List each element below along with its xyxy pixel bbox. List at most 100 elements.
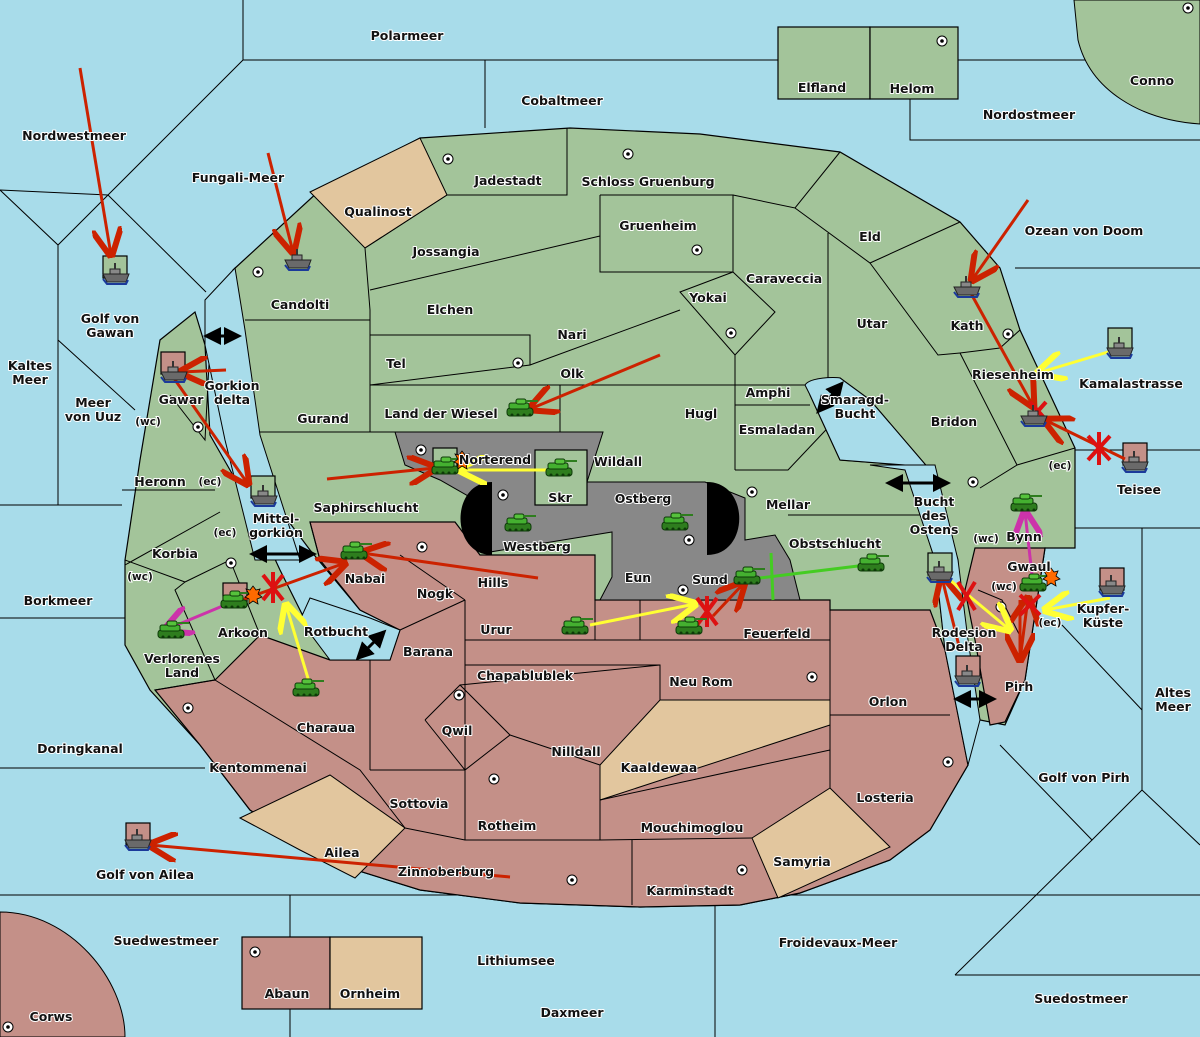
- coast-label: (wc): [135, 416, 161, 428]
- failed-order-markers: [261, 400, 1112, 627]
- province-label: Neu Rom: [669, 674, 732, 689]
- province-label: Yokai: [688, 290, 727, 305]
- province-label: Samyria: [773, 854, 831, 869]
- coast-label: (wc): [127, 571, 153, 583]
- province-label: Mellar: [766, 497, 811, 512]
- province-label: Orlon: [869, 694, 908, 709]
- province-label: Qualinost: [344, 204, 411, 219]
- sea-label: Froidevaux-Meer: [779, 935, 898, 950]
- sea-label: Daxmeer: [540, 1005, 604, 1020]
- sea-label: Suedwestmeer: [114, 933, 220, 948]
- province-label: Eld: [859, 229, 881, 244]
- province-elfland[interactable]: [777, 26, 871, 100]
- province-label: Utar: [857, 316, 889, 331]
- supply-center-icon: [566, 874, 578, 886]
- province-label: Chapablublek: [477, 668, 574, 683]
- province-label: Ornheim: [340, 986, 400, 1001]
- sea-label: Golf von Pirh: [1038, 770, 1129, 785]
- sea-label: Mittel-gorkion: [249, 511, 303, 540]
- sea-label: Ozean von Doom: [1025, 223, 1144, 238]
- province-label: Norterend: [459, 452, 531, 467]
- province-label: Eun: [625, 570, 651, 585]
- sea-label: Suedostmeer: [1034, 991, 1128, 1006]
- supply-center-icon: [488, 773, 500, 785]
- province-ailea[interactable]: [238, 774, 406, 879]
- province-corws[interactable]: [0, 911, 126, 1037]
- supply-center-icon: [192, 421, 204, 433]
- province-label: Qwil: [442, 723, 473, 738]
- explosion-icon: [453, 450, 472, 470]
- sea-label: Doringkanal: [37, 741, 123, 756]
- province-label: Conno: [1130, 73, 1175, 88]
- province-label: Hills: [478, 575, 509, 590]
- supply-center-icon: [252, 266, 264, 278]
- supply-center-icon: [936, 35, 948, 47]
- province-label: Obstschlucht: [789, 536, 881, 551]
- province-label: Olk: [560, 366, 584, 381]
- province-ornheim[interactable]: [329, 936, 423, 1010]
- province-label: Korbia: [152, 546, 198, 561]
- supply-center-icon: [967, 476, 979, 488]
- sea-label: Rotbucht: [304, 624, 368, 639]
- supply-center-icon: [416, 541, 428, 553]
- sea-label: Teisee: [1117, 482, 1161, 497]
- sea-label: Kupfer-Küste: [1077, 601, 1130, 630]
- province-label: Jadestadt: [473, 173, 541, 188]
- sea-label: Fungali-Meer: [192, 170, 285, 185]
- supply-center-icon: [942, 756, 954, 768]
- province-label: Corws: [30, 1009, 73, 1024]
- province-label: Barana: [403, 644, 453, 659]
- move-orders: [78, 67, 1126, 879]
- impassable-west-cap: [460, 482, 492, 555]
- province-label: Skr: [548, 490, 572, 505]
- supply-center-icon: [725, 327, 737, 339]
- battle-markers: [244, 450, 1061, 605]
- province-label: Losteria: [856, 790, 913, 805]
- sea-label: Cobaltmeer: [521, 93, 603, 108]
- sea-label: Nordwestmeer: [22, 128, 127, 143]
- supply-center-icon: [736, 864, 748, 876]
- sea-label: Borkmeer: [24, 593, 94, 608]
- province-label: Karminstadt: [646, 883, 733, 898]
- province-label: Caraveccia: [746, 271, 822, 286]
- coast-label: (ec): [199, 476, 222, 488]
- supply-center-icon: [691, 244, 703, 256]
- province-label: Charaua: [297, 720, 355, 735]
- province-label: Urur: [480, 622, 512, 637]
- province-label: Mouchimoglou: [641, 820, 744, 835]
- supply-center-icon: [683, 534, 695, 546]
- province-samyria[interactable]: [751, 787, 891, 899]
- province-label: Kath: [951, 318, 984, 333]
- supply-center-icon: [806, 671, 818, 683]
- province-label: Westberg: [503, 539, 571, 554]
- coast-label: (ec): [1049, 460, 1072, 472]
- province-label: Sund: [692, 572, 728, 587]
- supply-center-icon: [677, 584, 689, 596]
- hold-orders: [759, 552, 859, 601]
- province-label: Ailea: [324, 845, 359, 860]
- supply-center-icon: [2, 1021, 14, 1033]
- impassable-east-cap: [707, 482, 740, 555]
- province-conno[interactable]: [1073, 0, 1200, 125]
- province-label: Elchen: [427, 302, 474, 317]
- province-label: Gruenheim: [619, 218, 696, 233]
- channel-arrows: [203, 327, 997, 708]
- province-label: Bridon: [931, 414, 977, 429]
- province-label: Gwaul: [1007, 559, 1050, 574]
- coast-label: (wc): [991, 581, 1017, 593]
- province-label: Gurand: [297, 411, 349, 426]
- province-label: Nari: [557, 327, 586, 342]
- explosion-icon: [1042, 567, 1061, 587]
- supply-center-icon: [622, 148, 634, 160]
- supply-center-icon: [512, 357, 524, 369]
- province-label: Amphi: [746, 385, 791, 400]
- province-label: Esmaladan: [739, 422, 815, 437]
- supply-center-icon: [1002, 328, 1014, 340]
